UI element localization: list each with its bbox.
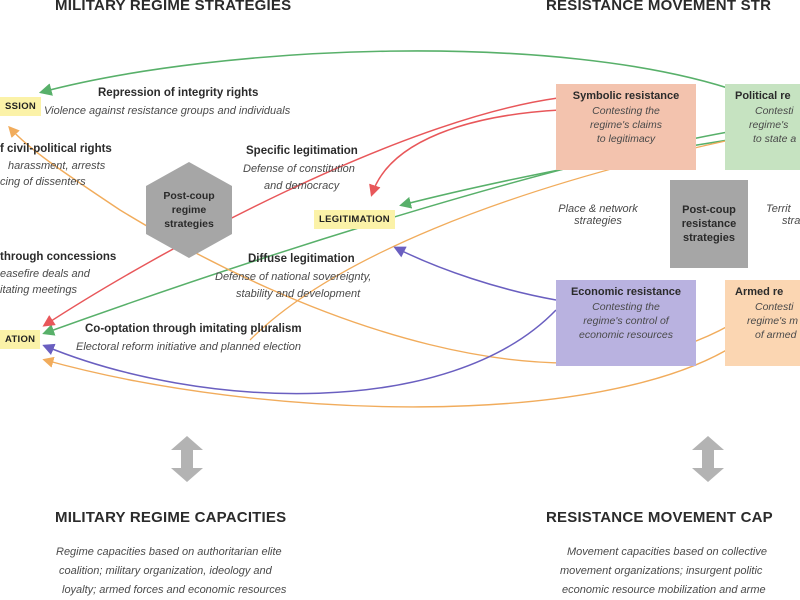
symbolic-resistance-box: Symbolic resistance Contesting the regim… (556, 84, 696, 170)
repression-tag: SSION (0, 97, 42, 116)
resistance-capacities-desc-1: Movement capacities based on collective (567, 546, 767, 558)
resistance-double-arrow-icon (692, 436, 724, 482)
cooptation-tag: ATION (0, 330, 41, 349)
regime-strategies-hexagon: Post-coup regime strategies (144, 160, 234, 260)
diffuse-legitimation-desc-1: Defense of national sovereignty, (215, 271, 372, 283)
civil-political-desc-1: harassment, arrests (8, 160, 106, 172)
arrow-economic-to-legitimation (393, 246, 557, 301)
arrow-symbolic-to-cooptation (42, 97, 559, 327)
resistance-strategies-box: Post-coup resistance strategies (670, 180, 748, 268)
resistance-capacities-desc-2: movement organizations; insurgent politi… (560, 565, 763, 577)
territorial-strategies: Territ stra (766, 203, 800, 227)
repression-integrity-title: Repression of integrity rights (98, 87, 259, 99)
arrow-political-to-repression (38, 50, 741, 96)
political-resistance-box: Political re Contesti regime's to state … (725, 84, 800, 170)
hexagon-shape (146, 162, 232, 258)
regime-capacities-desc-2: coalition; military organization, ideolo… (59, 565, 272, 577)
repression-integrity-desc: Violence against resistance groups and i… (44, 105, 291, 117)
place-network-strategies: Place & network strategies (558, 203, 638, 227)
regime-capacities-title: MILITARY REGIME CAPACITIES (55, 509, 287, 526)
legitimation-tag: LEGITIMATION (314, 210, 395, 229)
armed-resistance-box: Armed re Contesti regime's m of armed (725, 280, 800, 366)
hexagon-label: Post-coup regime strategies (163, 190, 215, 230)
concessions-desc-2: itating meetings (0, 284, 78, 296)
concessions-title: through concessions (0, 251, 117, 263)
diffuse-legitimation-title: Diffuse legitimation (248, 253, 355, 265)
specific-legitimation-title: Specific legitimation (246, 145, 358, 157)
regime-capacities-desc-1: Regime capacities based on authoritarian… (56, 546, 282, 558)
specific-legitimation-desc-1: Defense of constitution (243, 163, 355, 175)
resistance-capacities-desc-3: economic resource mobilization and arme (562, 584, 766, 596)
civil-political-desc-2: cing of dissenters (0, 176, 86, 188)
left-section-title: MILITARY REGIME STRATEGIES (55, 0, 292, 14)
diffuse-legitimation-desc-2: stability and development (236, 288, 361, 300)
civil-political-title: f civil-political rights (0, 143, 112, 155)
arrow-symbolic-to-legitimation (369, 109, 561, 197)
arrow-armed-to-cooptation (42, 344, 736, 408)
regime-double-arrow-icon (171, 436, 203, 482)
pluralism-title: Co-optation through imitating pluralism (85, 323, 302, 335)
concessions-desc-1: easefire deals and (0, 268, 90, 280)
specific-legitimation-desc-2: and democracy (264, 180, 340, 192)
regime-capacities-desc-3: loyalty; armed forces and economic resou… (62, 584, 287, 596)
economic-resistance-box: Economic resistance Contesting the regim… (556, 280, 696, 366)
right-section-title: RESISTANCE MOVEMENT STR (546, 0, 772, 14)
pluralism-desc: Electoral reform initiative and planned … (76, 341, 302, 353)
arrow-economic-to-cooptation (42, 309, 557, 395)
resistance-capacities-title: RESISTANCE MOVEMENT CAP (546, 509, 773, 526)
